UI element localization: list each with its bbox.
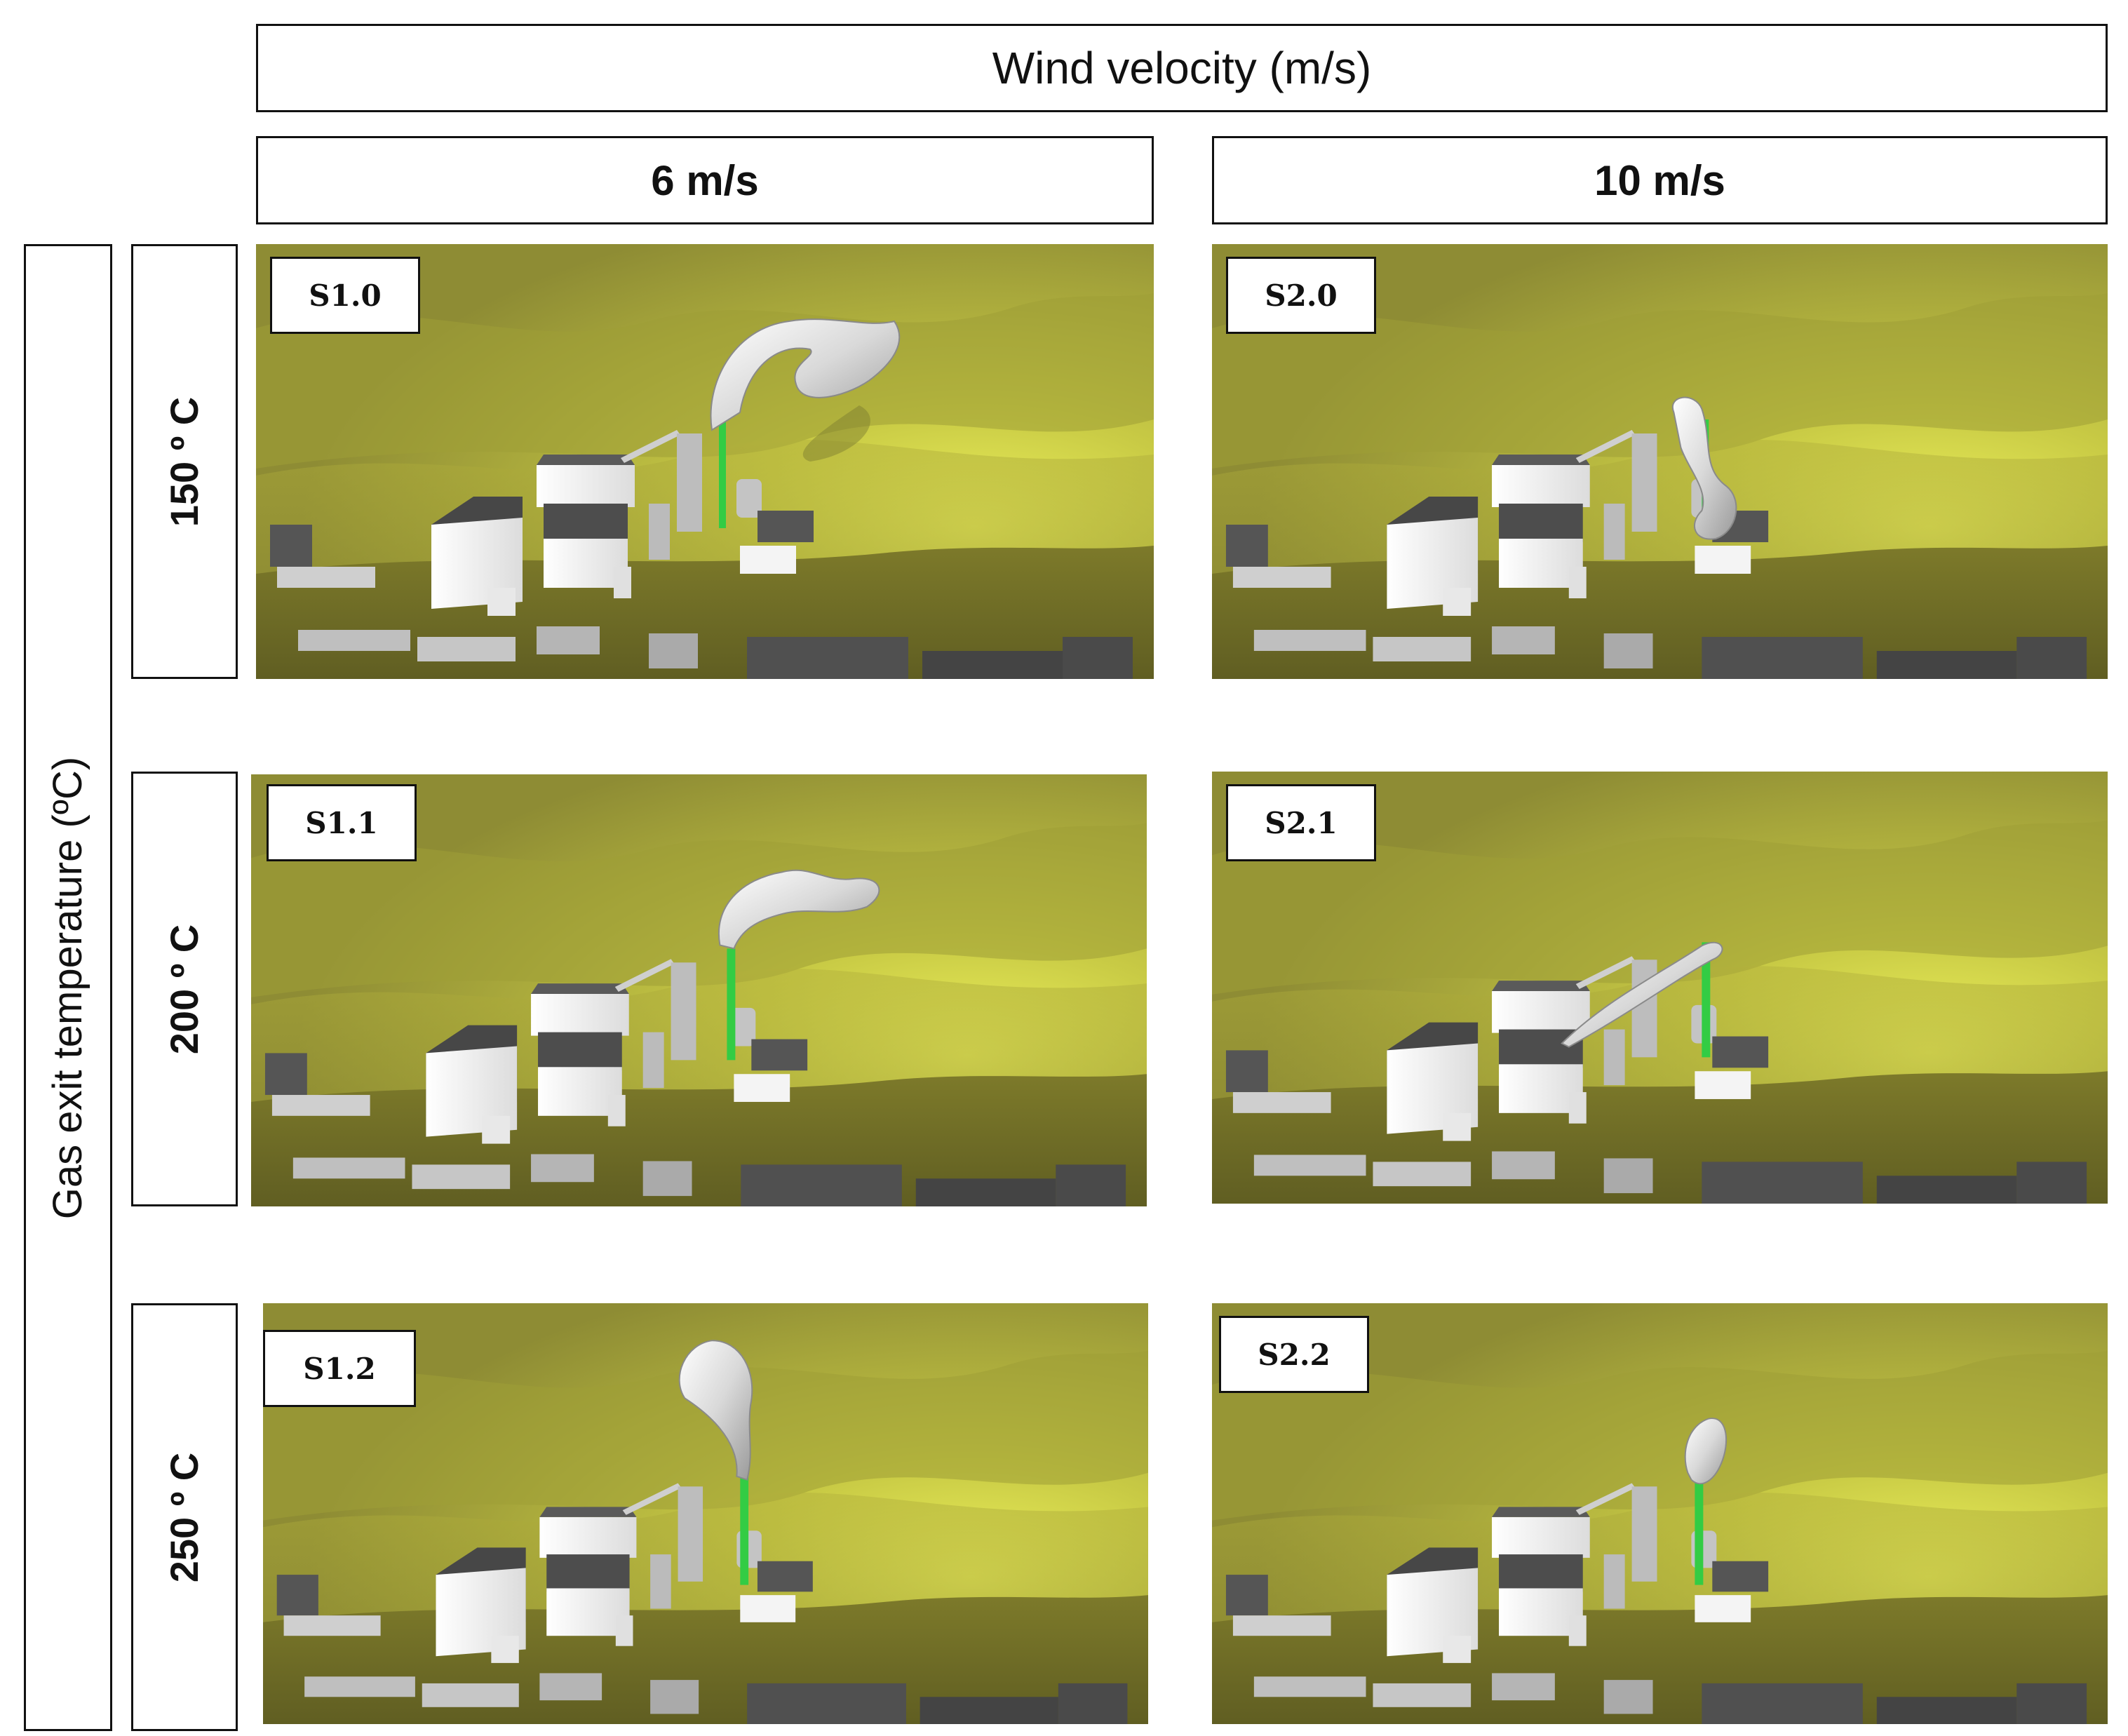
panel-id-tag: S2.2 <box>1219 1316 1369 1393</box>
simulation-panel-s2-2: S2.2 <box>1212 1303 2108 1724</box>
plume <box>710 318 901 431</box>
panel-id-tag: S1.0 <box>270 257 420 334</box>
column-header-6ms: 6 m/s <box>256 136 1154 224</box>
row-label: 150 º C <box>162 396 207 527</box>
stack-green <box>719 419 726 528</box>
column-header-10ms: 10 m/s <box>1212 136 2108 224</box>
stack-green <box>727 948 736 1061</box>
stack-green <box>1695 1476 1704 1585</box>
plume <box>1684 1418 1728 1485</box>
column-header-label: 6 m/s <box>651 156 759 204</box>
column-header-label: 10 m/s <box>1594 156 1725 204</box>
panel-id-tag: S1.2 <box>263 1330 416 1407</box>
stack-green <box>1702 942 1711 1058</box>
scene-render <box>1212 1303 2108 1724</box>
plume <box>718 869 880 950</box>
panel-id-tag: S1.1 <box>267 784 417 861</box>
row-label-box-200: 200 º C <box>131 772 238 1206</box>
simulation-panel-s1-1: S1.1 <box>251 774 1147 1206</box>
panel-id-tag: S2.1 <box>1226 784 1376 861</box>
plume <box>1671 396 1737 540</box>
simulation-panel-s2-1: S2.1 <box>1212 772 2108 1204</box>
row-label: 250 º C <box>162 1452 207 1582</box>
side-axis-label: Gas exit temperature (ºC) <box>45 756 91 1219</box>
scene-render <box>251 774 1147 1206</box>
panel-id-tag: S2.0 <box>1226 257 1376 334</box>
row-label-box-250: 250 º C <box>131 1303 238 1731</box>
scene-render <box>256 244 1154 679</box>
scene-render <box>263 1303 1148 1724</box>
scene-render <box>1212 772 2108 1204</box>
plume <box>678 1340 753 1481</box>
figure-header-label: Wind velocity (m/s) <box>992 43 1372 93</box>
row-label: 200 º C <box>162 924 207 1054</box>
figure-header: Wind velocity (m/s) <box>256 24 2108 112</box>
simulation-panel-s1-0: S1.0 <box>256 244 1154 679</box>
simulation-panel-s1-2: S1.2 <box>263 1303 1148 1724</box>
side-axis-box: Gas exit temperature (ºC) <box>24 244 112 1731</box>
scene-render <box>1212 244 2108 679</box>
plume-shadow <box>802 405 870 462</box>
row-label-box-150: 150 º C <box>131 244 238 679</box>
plume <box>1561 941 1723 1048</box>
simulation-panel-s2-0: S2.0 <box>1212 244 2108 679</box>
stack-green <box>740 1476 749 1585</box>
